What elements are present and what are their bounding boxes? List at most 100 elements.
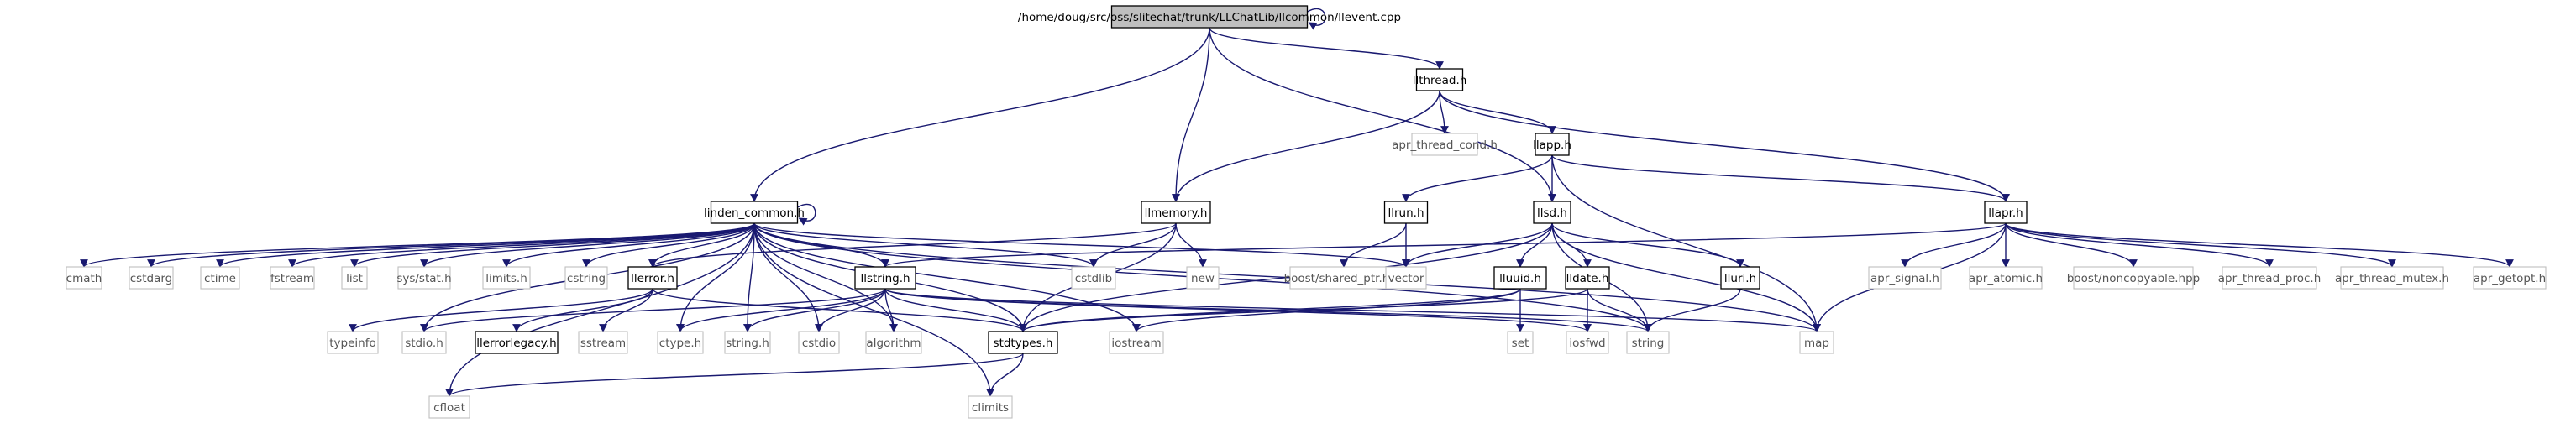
node-label: list <box>346 272 363 285</box>
edge-lluuid-to-iostream <box>1132 288 1521 332</box>
node-box <box>1799 331 1834 354</box>
node-lluri[interactable]: lluri.h <box>1720 266 1760 290</box>
node-llmemory[interactable]: llmemory.h <box>1141 201 1211 224</box>
edge-llthread-to-llapp <box>1439 90 1556 134</box>
edge-lldate-to-stdtypes <box>1019 288 1588 332</box>
edge-llthread-to-llmemory <box>1172 90 1440 202</box>
node-vector: vector <box>1385 266 1427 290</box>
edge-linden_common-to-stringh <box>743 222 755 332</box>
edge-stdtypes-to-climits <box>986 352 1024 397</box>
node-label: stdio.h <box>405 337 443 350</box>
edge-llapr-to-apr_signal <box>1901 222 2007 268</box>
node-box <box>475 331 559 354</box>
node-box <box>1626 331 1670 354</box>
node-lldate[interactable]: lldate.h <box>1565 266 1610 290</box>
node-label: llstring.h <box>860 272 910 285</box>
node-label: stdtypes.h <box>994 337 1053 350</box>
node-label: set <box>1512 337 1529 350</box>
edge-llmemory-to-new <box>1175 222 1207 268</box>
node-label: ctype.h <box>659 337 701 350</box>
edge-linden_common-to-fstream <box>288 222 755 268</box>
node-apr_atomic: apr_atomic.h <box>1969 266 2043 290</box>
node-label: climits <box>972 401 1009 415</box>
node-climits: climits <box>968 395 1013 419</box>
node-iostream: iostream <box>1109 331 1164 354</box>
node-llsd[interactable]: llsd.h <box>1533 201 1571 224</box>
node-label: llapp.h <box>1533 138 1571 152</box>
node-box <box>1535 133 1570 156</box>
edge-llrun-to-boost_shared <box>1340 222 1407 268</box>
node-label: apr_signal.h <box>1870 272 1939 285</box>
node-root[interactable]: /home/doug/src/oss/slitechat/trunk/LLCha… <box>1018 5 1401 29</box>
edge-llmemory-to-llerror <box>648 222 1177 268</box>
edge-root-to-llmemory <box>1172 27 1210 202</box>
edge-llapp-to-llapr <box>1551 154 2010 202</box>
node-box <box>1565 266 1610 290</box>
node-limits: limits.h <box>482 266 531 290</box>
node-label: string.h <box>726 337 769 350</box>
node-stdtypes[interactable]: stdtypes.h <box>988 331 1058 354</box>
node-llerror[interactable]: llerror.h <box>627 266 678 290</box>
edge-llstring-to-algorithm <box>884 288 898 332</box>
node-set: set <box>1507 331 1534 354</box>
node-label: cmath <box>66 272 102 285</box>
edge-llerror-to-typeinfo <box>349 288 653 332</box>
node-label: cstring <box>567 272 606 285</box>
edge-linden_common-to-sysstat <box>420 222 755 268</box>
node-box <box>2222 266 2317 290</box>
node-stdio: stdio.h <box>401 331 447 354</box>
node-box <box>865 331 922 354</box>
node-label: linden_common.h <box>704 206 805 220</box>
edge-llstring-to-cstdio <box>815 288 886 332</box>
node-box <box>1109 331 1164 354</box>
edge-llstring-to-stdio <box>420 288 886 332</box>
node-llerrorlegacy[interactable]: llerrorlegacy.h <box>475 331 559 354</box>
node-label: sys/stat.h <box>396 272 451 285</box>
node-label: llerror.h <box>631 272 674 285</box>
node-cstdlib: cstdlib <box>1071 266 1116 290</box>
node-llrun[interactable]: llrun.h <box>1383 201 1429 224</box>
node-box <box>1186 266 1220 290</box>
node-label: typeinfo <box>329 337 375 350</box>
edge-root-to-llsd <box>1209 27 1556 202</box>
node-cstdarg: cstdarg <box>129 266 174 290</box>
edge-linden_common-to-cstdio <box>753 222 823 332</box>
node-box <box>627 266 678 290</box>
node-box <box>1868 266 1942 290</box>
node-box <box>2340 266 2444 290</box>
edge-llstring-to-stringh <box>743 288 886 332</box>
node-apr_signal: apr_signal.h <box>1868 266 1942 290</box>
node-typeinfo: typeinfo <box>327 331 379 354</box>
edge-llapr-to-boost_noncopyable <box>2005 222 2138 268</box>
node-box <box>129 266 174 290</box>
edge-root-to-linden_common <box>750 27 1210 202</box>
edge-linden_common-to-climits <box>753 222 994 397</box>
node-box <box>968 395 1013 419</box>
node-label: llerrorlegacy.h <box>476 337 556 350</box>
edge-llsd-to-lluuid <box>1516 222 1553 268</box>
edge-linden_common-to-cfloat <box>445 222 755 397</box>
edge-llthread-to-apr_thread_cond <box>1439 90 1449 134</box>
node-boost_noncopyable: boost/noncopyable.hpp <box>2067 266 2200 290</box>
node-llapr[interactable]: llapr.h <box>1984 201 2028 224</box>
node-label: sstream <box>580 337 626 350</box>
edge-llapr-to-apr_thread_proc <box>2005 222 2274 268</box>
node-linden_common[interactable]: linden_common.h <box>704 201 805 224</box>
node-box <box>428 395 470 419</box>
node-llstring[interactable]: llstring.h <box>854 266 916 290</box>
node-apr_getopt: apr_getopt.h <box>2473 266 2547 290</box>
node-fstream: fstream <box>270 266 315 290</box>
node-lluuid[interactable]: lluuid.h <box>1493 266 1547 290</box>
node-box <box>578 331 628 354</box>
edge-lluri-to-string <box>1644 288 1741 332</box>
node-label: apr_thread_cond.h <box>1392 138 1498 152</box>
node-label: cstdarg <box>130 272 172 285</box>
node-box <box>1969 266 2043 290</box>
node-llapp[interactable]: llapp.h <box>1533 133 1571 156</box>
node-label: ctime <box>204 272 236 285</box>
node-label: llsd.h <box>1537 206 1567 220</box>
node-box <box>270 266 315 290</box>
node-label: cstdlib <box>1075 272 1112 285</box>
node-llthread[interactable]: llthread.h <box>1413 68 1467 91</box>
